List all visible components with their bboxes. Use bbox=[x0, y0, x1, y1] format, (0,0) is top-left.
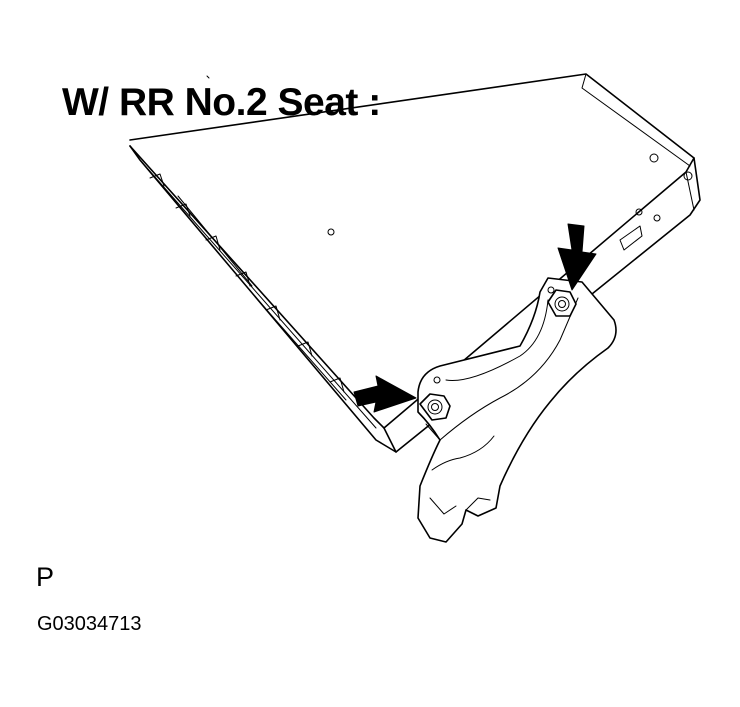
view-code-label: P bbox=[36, 562, 55, 592]
figure-id-label: G03034713 bbox=[37, 613, 142, 635]
bolt-left bbox=[419, 393, 451, 421]
bolt-right bbox=[547, 289, 577, 317]
mounting-bracket bbox=[417, 277, 617, 543]
diagram-title: W/ RR No.2 Seat : bbox=[62, 81, 381, 124]
arrow-left-icon bbox=[353, 375, 417, 413]
ecu-box bbox=[129, 73, 701, 453]
arrow-right-icon bbox=[557, 223, 597, 291]
